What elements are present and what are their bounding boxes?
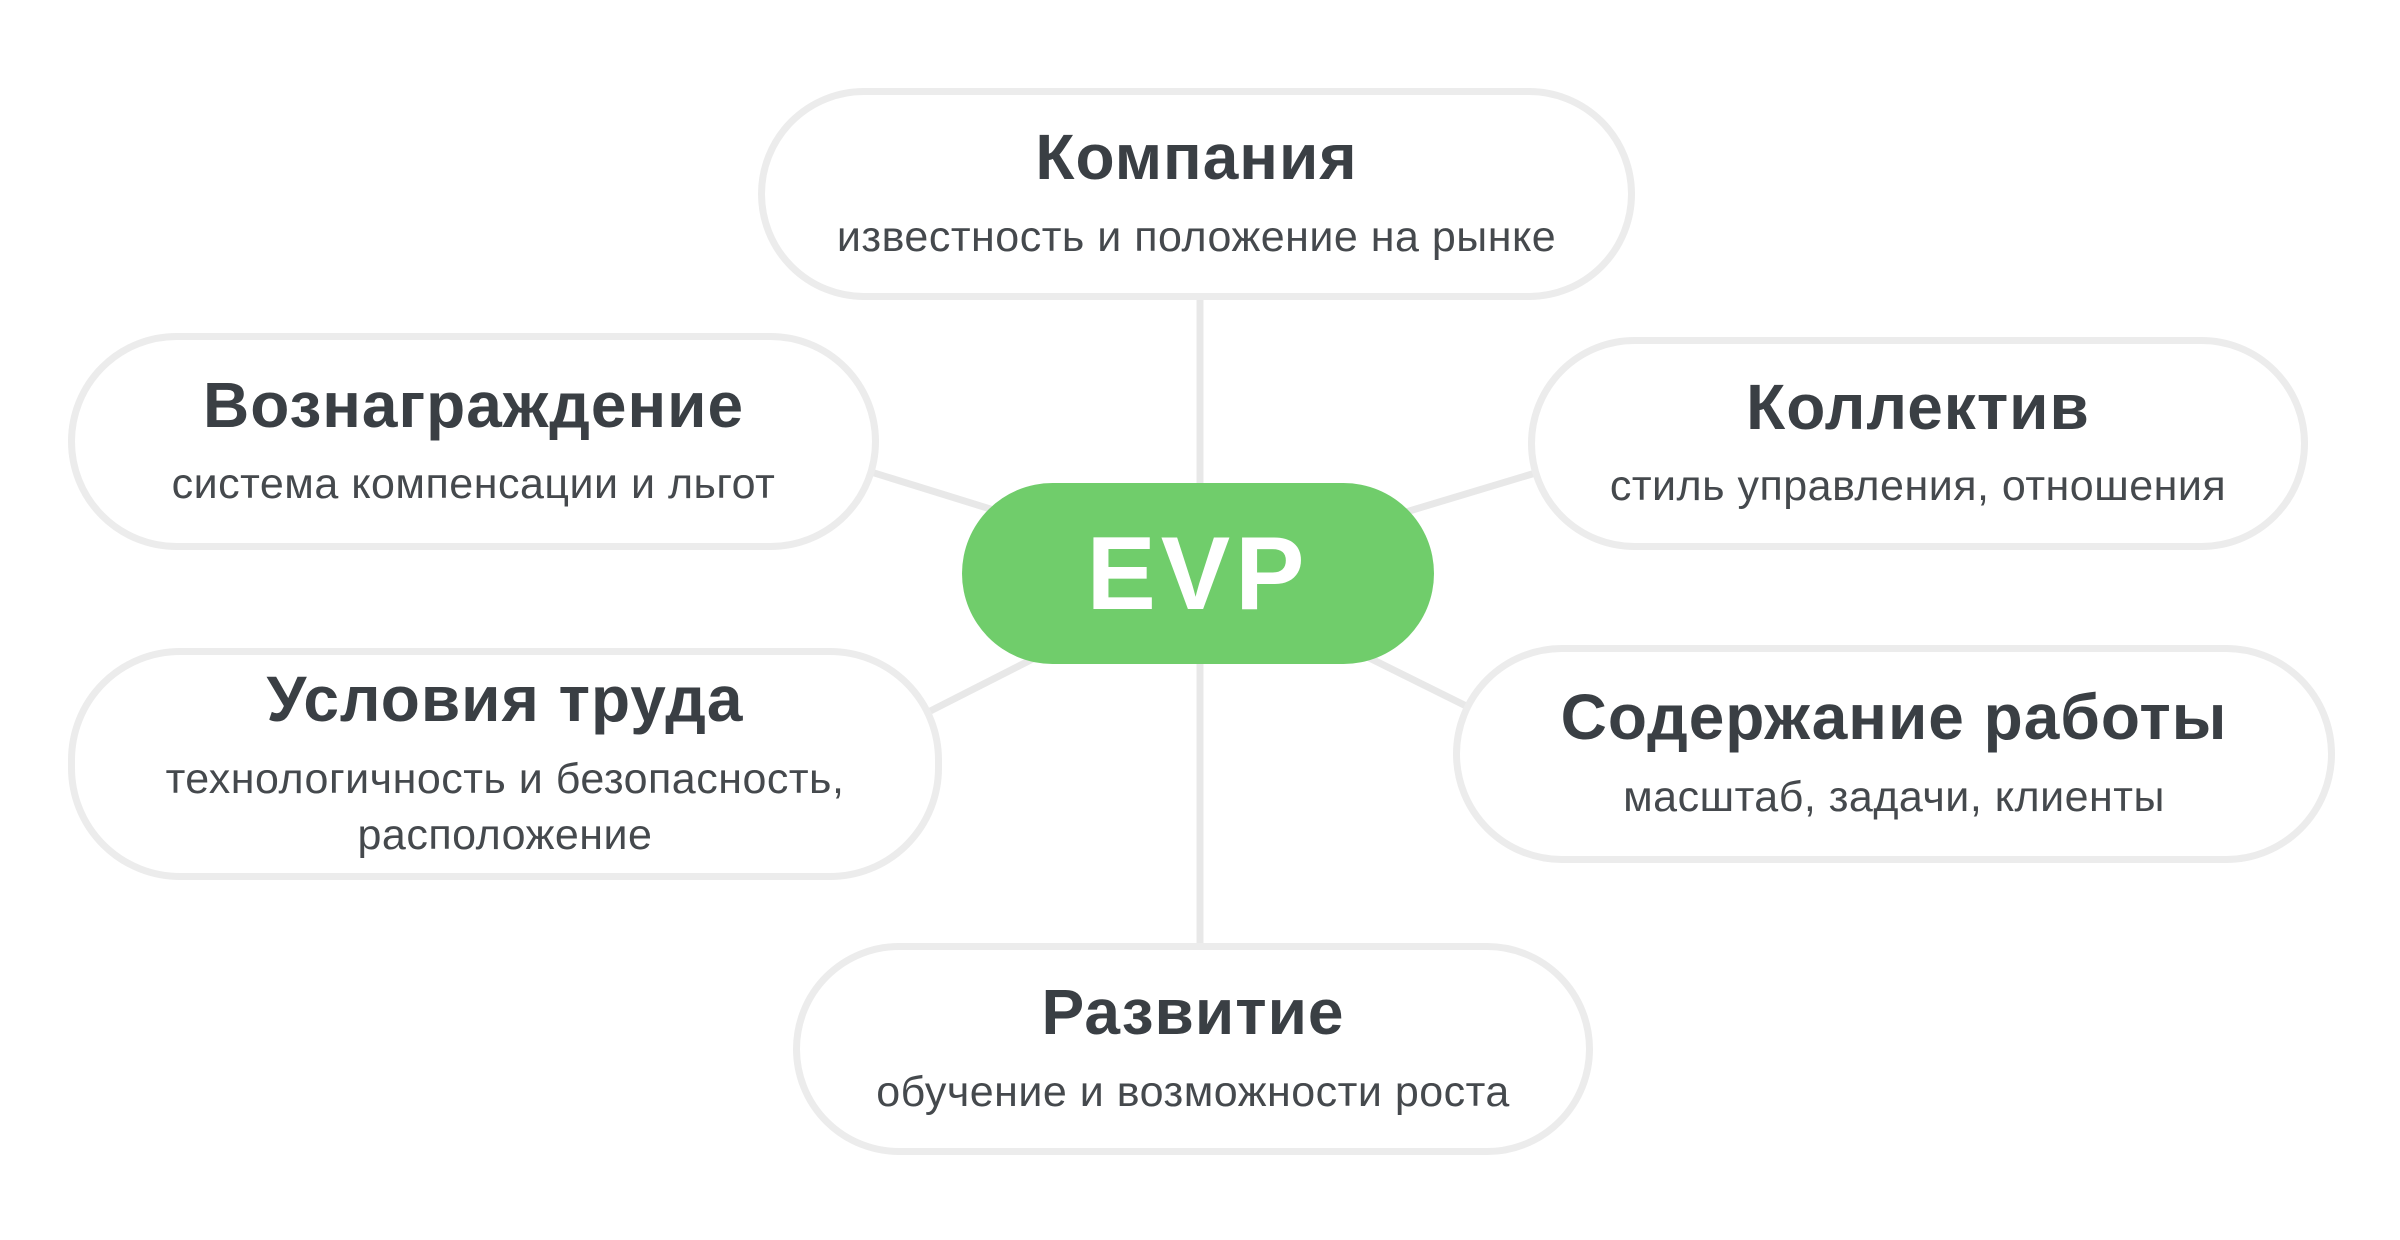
node-work: Содержание работы масштаб, задачи, клиен…: [1453, 645, 2335, 863]
node-company-title: Компания: [1035, 121, 1358, 194]
node-reward: Вознаграждение система компенсации и льг…: [68, 333, 879, 550]
evp-center-pill: EVP: [962, 483, 1434, 664]
node-work-subtitle: масштаб, задачи, клиенты: [1623, 772, 2165, 821]
node-company-subtitle: известность и положение на рынке: [836, 212, 1557, 261]
node-development: Развитие обучение и возможности роста: [793, 943, 1593, 1155]
node-reward-subtitle: система компенсации и льгот: [171, 460, 776, 509]
node-conditions-title: Условия труда: [266, 663, 744, 736]
node-work-title: Содержание работы: [1560, 681, 2228, 754]
node-development-subtitle: обучение и возможности роста: [876, 1067, 1510, 1116]
node-development-title: Развитие: [1041, 976, 1345, 1049]
node-company: Компания известность и положение на рынк…: [758, 88, 1635, 300]
node-conditions: Условия труда технологичность и безопасн…: [68, 648, 942, 880]
node-reward-title: Вознаграждение: [202, 368, 745, 441]
node-team: Коллектив стиль управления, отношения: [1528, 337, 2308, 550]
node-team-subtitle: стиль управления, отношения: [1609, 462, 2227, 511]
evp-center-label: EVP: [1086, 515, 1310, 632]
node-conditions-subtitle: технологичность и безопасность, располож…: [165, 754, 845, 859]
node-team-title: Коллектив: [1746, 370, 2090, 443]
